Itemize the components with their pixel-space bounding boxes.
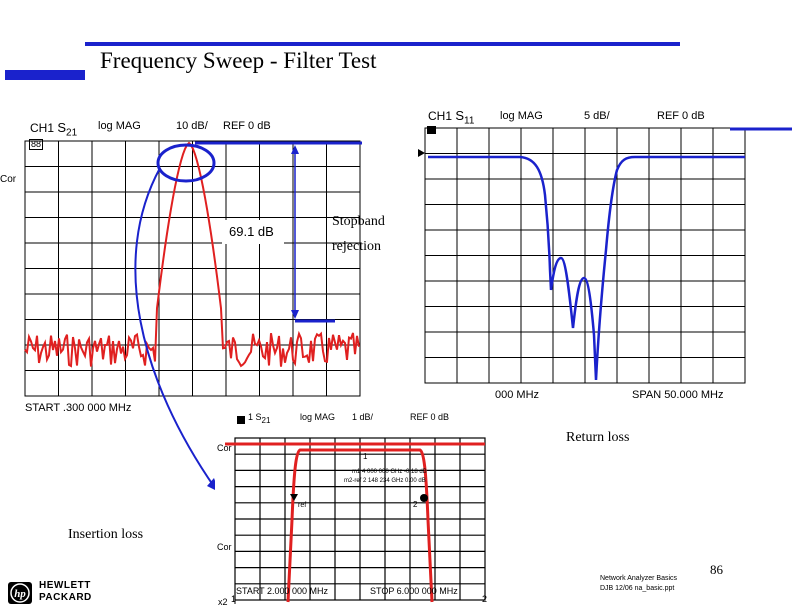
left-scale: 10 dB/ [176, 120, 208, 132]
right-ref: REF 0 dB [657, 110, 705, 122]
hp-logo: hp [8, 582, 32, 604]
measurement-label-box [222, 220, 284, 244]
stopband-label-line2: rejection [332, 239, 381, 254]
right-ref-pointer [418, 149, 425, 157]
marker-ref-triangle [290, 494, 298, 501]
right-center-freq: 000 MHz [495, 389, 540, 401]
right-scale: 5 dB/ [584, 110, 610, 122]
left-channel-label: CH1 S21 [30, 120, 77, 139]
bottom-plot-grid [234, 437, 486, 601]
passband-highlight-ellipse [156, 143, 216, 183]
logo-line1: HEWLETT [39, 580, 91, 591]
right-channel-label: CH1 S11 [428, 108, 474, 127]
slide-title: Frequency Sweep - Filter Test [100, 48, 377, 73]
right-s11-trace [428, 155, 745, 381]
bottom-stop-freq: STOP 6.000 000 MHz [370, 586, 458, 596]
bottom-axis-1: 1 [231, 594, 237, 604]
svg-text:hp: hp [14, 588, 26, 600]
stopband-arrow-head-down [291, 310, 299, 319]
zoom-connector-curve [134, 167, 216, 489]
title-underline-bar [85, 42, 680, 46]
footer-line1: Network Analyzer Basics [600, 575, 678, 582]
logo-line2: PACKARD [39, 592, 92, 603]
stopband-label-line1: Stopband [332, 214, 385, 229]
left-s21-trace [24, 141, 360, 368]
left-measurement: 69.1 dB [229, 224, 274, 239]
insertion-loss-label: Insertion loss [68, 527, 144, 542]
bottom-param: S21 [255, 412, 271, 425]
right-marker-box [427, 126, 436, 134]
left-marker-box: 88 [29, 139, 44, 150]
left-format: log MAG [98, 120, 141, 132]
left-param: S21 [57, 120, 78, 139]
bottom-start-freq: START 2.000 000 MHz [236, 586, 329, 596]
left-start-freq: START .300 000 MHz [25, 402, 132, 414]
bottom-x2-label: x2 [218, 597, 228, 607]
right-param: S11 [455, 108, 475, 127]
left-cor-label: Cor [0, 174, 17, 185]
footer-line2: DJB 12/06 na_basic.ppt [600, 585, 675, 592]
hp-logo-glyph-icon: hp [10, 583, 30, 603]
bottom-marker-2-label: 2 [413, 500, 418, 509]
bottom-marker-readout-1: m1 4 000 000 GHz -0.18 dB [352, 469, 427, 475]
bottom-scale: 1 dB/ [352, 412, 374, 422]
bottom-passband-trace [286, 448, 434, 603]
bottom-cor-bottom: Cor [217, 542, 232, 552]
return-loss-label: Return loss [566, 430, 630, 445]
right-plot-grid [424, 127, 746, 384]
bottom-cor-top: Cor [217, 443, 232, 453]
right-format: log MAG [500, 110, 543, 122]
left-channel: CH1 [30, 121, 55, 135]
bottom-marker-1-label: 1 [363, 452, 368, 461]
bottom-ref: REF 0 dB [410, 412, 450, 422]
left-ref: REF 0 dB [223, 120, 271, 132]
right-span: SPAN 50.000 MHz [632, 389, 724, 401]
right-channel: CH1 [428, 109, 453, 123]
bottom-plot-background [215, 410, 490, 606]
page-number: 86 [710, 562, 723, 577]
bottom-marker-box [237, 416, 245, 424]
bottom-format: log MAG [300, 412, 336, 422]
bottom-marker-readout-2: m2-ref 2 148 234 GHz 0.00 dB [344, 478, 426, 484]
marker-2-circle [420, 494, 428, 502]
bottom-axis-2: 2 [482, 594, 488, 604]
bottom-channel: 1 [248, 412, 254, 422]
bottom-channel-label: 1 S21 [248, 412, 270, 425]
stopband-arrow-head-up [291, 145, 299, 154]
title-accent-bar-left [5, 70, 85, 80]
bottom-ref-label: ref [298, 502, 307, 509]
